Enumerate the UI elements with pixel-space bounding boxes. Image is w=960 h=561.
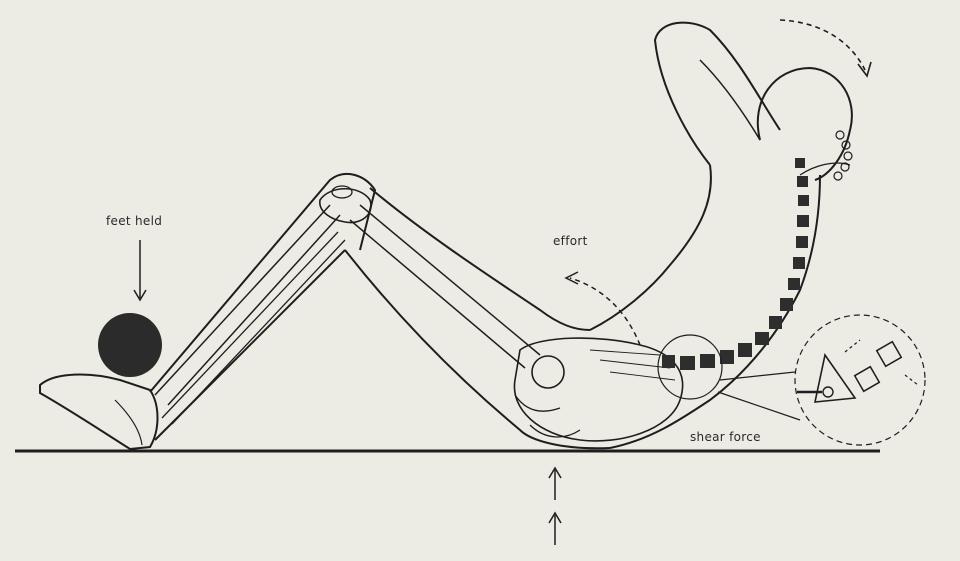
effort-label: effort	[553, 234, 588, 248]
foot-hold-ball	[98, 313, 162, 377]
shear-force-label: shear force	[690, 430, 761, 444]
feet-held-label: feet held	[106, 214, 162, 228]
